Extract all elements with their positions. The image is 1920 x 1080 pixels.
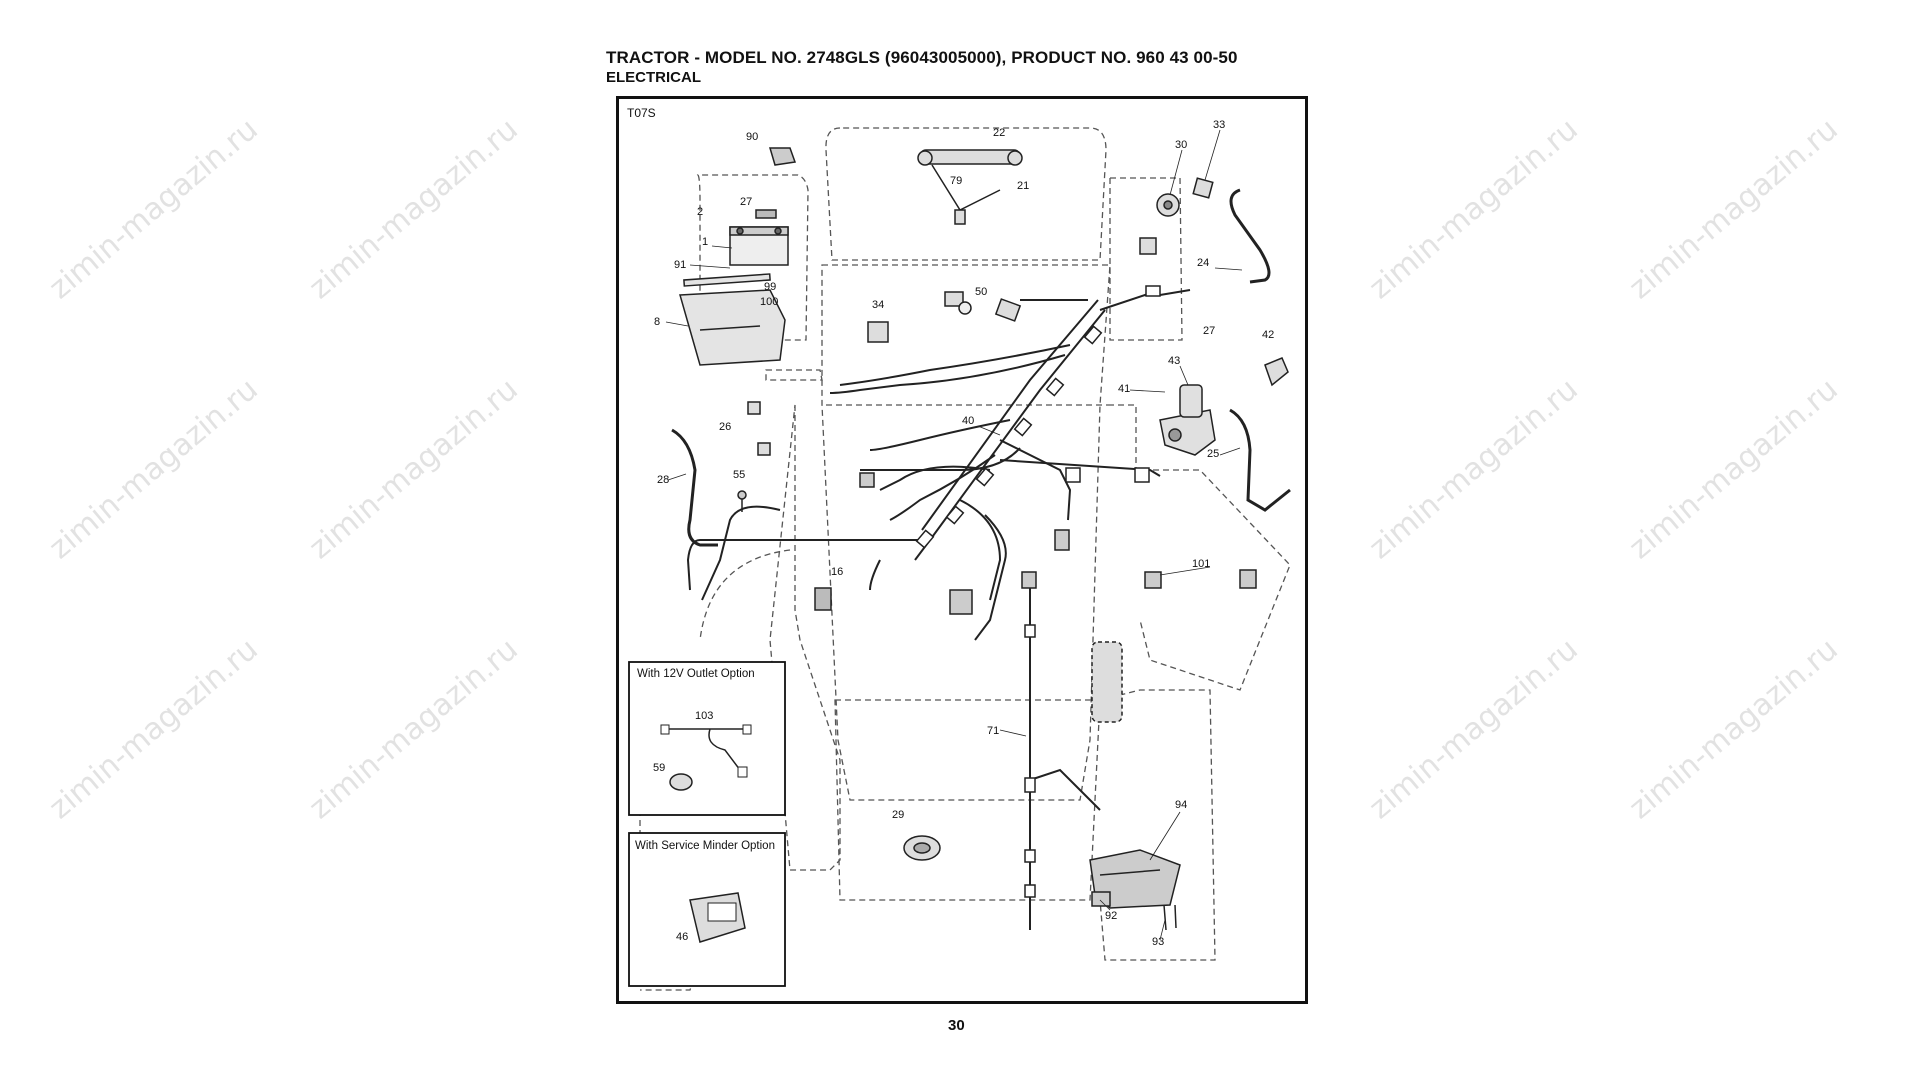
callout-8: 8 (654, 316, 660, 328)
callout-59: 59 (653, 762, 665, 774)
callout-93: 93 (1152, 936, 1164, 948)
callout-41: 41 (1118, 383, 1130, 395)
watermark-text: zimin-magazin.ru (43, 112, 265, 306)
part-battery-tray (679, 273, 786, 366)
watermark-text: zimin-magazin.ru (43, 632, 265, 826)
callout-29: 29 (892, 809, 904, 821)
inset-service-minder: With Service Minder Option 46 (628, 832, 786, 987)
callout-27b: 27 (1203, 325, 1215, 337)
page-number: 30 (948, 1017, 965, 1034)
part-switch-16 (814, 587, 832, 611)
part-horn (903, 835, 941, 861)
inset-service-minder-label: With Service Minder Option (635, 840, 775, 852)
callout-71: 71 (987, 725, 999, 737)
watermark-text: zimin-magazin.ru (1623, 112, 1845, 306)
watermark-text: zimin-magazin.ru (1363, 632, 1585, 826)
callout-103: 103 (695, 710, 713, 722)
watermark-text: zimin-magazin.ru (1363, 112, 1585, 306)
callout-90: 90 (746, 131, 758, 143)
callout-28: 28 (657, 474, 669, 486)
harness-sleeves (915, 285, 1161, 898)
page-title: TRACTOR - MODEL NO. 2748GLS (96043005000… (606, 48, 1238, 67)
callout-27: 27 (740, 196, 752, 208)
callout-33: 33 (1213, 119, 1225, 131)
diagram-code: T07S (627, 106, 656, 120)
callout-92: 92 (1105, 910, 1117, 922)
callout-40: 40 (962, 415, 974, 427)
callout-46: 46 (676, 931, 688, 943)
callout-79: 79 (950, 175, 962, 187)
diagram-frame (616, 96, 1308, 1004)
callout-101: 101 (1192, 558, 1210, 570)
part-terminal-cover (768, 147, 797, 166)
callout-34: 34 (872, 299, 884, 311)
watermark-text: zimin-magazin.ru (303, 112, 525, 306)
watermark-text: zimin-magazin.ru (43, 372, 265, 566)
watermark-text: zimin-magazin.ru (1623, 632, 1845, 826)
page-subtitle: ELECTRICAL (606, 69, 701, 86)
watermark-text: zimin-magazin.ru (1363, 372, 1585, 566)
part-battery (729, 209, 789, 266)
callout-55: 55 (733, 469, 745, 481)
part-seat-switch (1091, 641, 1123, 723)
callout-94: 94 (1175, 799, 1187, 811)
callout-50: 50 (975, 286, 987, 298)
watermark: zimin-magazin.ru zimin-magazin.ru zimin-… (43, 112, 1845, 826)
callout-25: 25 (1207, 448, 1219, 460)
part-ground-screw (737, 490, 747, 512)
part-pto-switch (859, 472, 1257, 615)
part-fuse (747, 401, 771, 456)
callout-42: 42 (1262, 329, 1274, 341)
part-headlight-bar (917, 149, 1023, 225)
callout-91: 91 (674, 259, 686, 271)
watermark-text: zimin-magazin.ru (303, 372, 525, 566)
callout-labels: 22 79 21 90 27 2 1 91 99 100 8 30 33 24 … (654, 119, 1274, 948)
inset-12v-outlet: With 12V Outlet Option 103 59 (628, 661, 786, 816)
callout-24: 24 (1197, 257, 1209, 269)
callout-30: 30 (1175, 139, 1187, 151)
page-header: TRACTOR - MODEL NO. 2748GLS (96043005000… (606, 48, 1238, 86)
part-ignition-switch (1139, 177, 1214, 255)
leader-lines (665, 129, 1243, 941)
watermark-text: zimin-magazin.ru (303, 632, 525, 826)
callout-26: 26 (719, 421, 731, 433)
callout-1: 1 (702, 236, 708, 248)
inset-12v-outlet-label: With 12V Outlet Option (637, 668, 755, 680)
part-relay (867, 291, 1022, 343)
callout-99: 99 (764, 281, 776, 293)
callout-16: 16 (831, 566, 843, 578)
part-mount-bracket (1089, 849, 1181, 931)
callout-100: 100 (760, 296, 778, 308)
watermark-text: zimin-magazin.ru (1623, 372, 1845, 566)
battery-cables (671, 188, 1291, 547)
part-solenoid (1159, 357, 1289, 456)
callout-21: 21 (1017, 180, 1029, 192)
callout-2: 2 (697, 206, 703, 218)
callout-22: 22 (993, 127, 1005, 139)
callout-43: 43 (1168, 355, 1180, 367)
